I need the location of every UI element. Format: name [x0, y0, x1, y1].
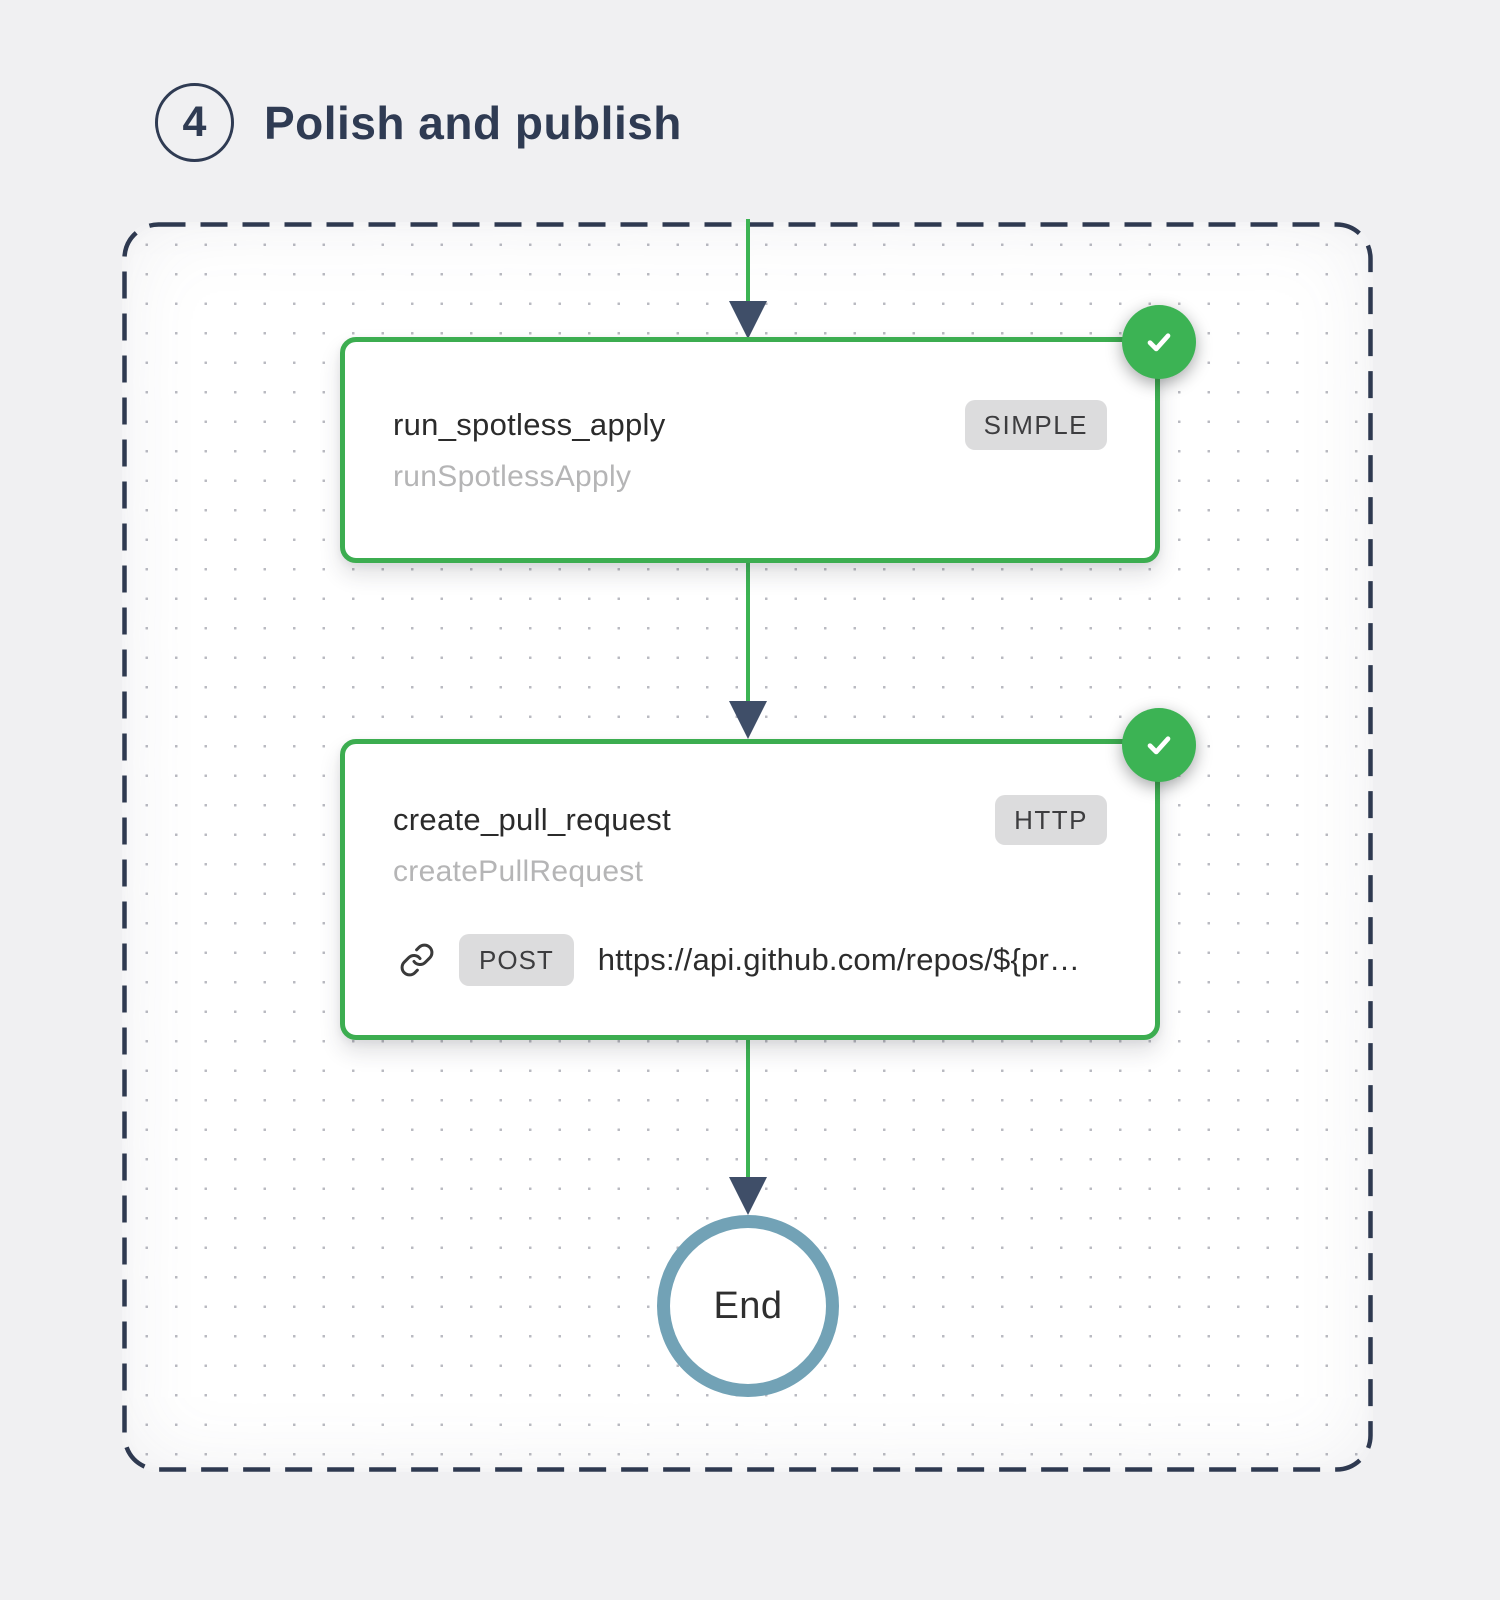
link-icon: [400, 943, 434, 977]
http-method-badge: POST: [459, 934, 574, 986]
workflow-node-create-pull-request[interactable]: create_pull_request HTTP createPullReque…: [340, 739, 1160, 1040]
arrowhead-icon: [729, 1177, 767, 1215]
arrowhead-icon: [729, 301, 767, 339]
workflow-node-run-spotless-apply[interactable]: run_spotless_apply SIMPLE runSpotlessApp…: [340, 337, 1160, 563]
step-number: 4: [182, 98, 207, 146]
status-badge-completed: [1122, 305, 1196, 379]
step-number-badge: 4: [155, 83, 234, 162]
request-url: https://api.github.com/repos/${pr…: [597, 942, 1081, 977]
connector-line-middle: [746, 560, 750, 704]
check-icon: [1147, 736, 1171, 755]
status-badge-completed: [1122, 708, 1196, 782]
check-icon: [1147, 333, 1171, 352]
page-title: Polish and publish: [264, 96, 682, 149]
node-title: create_pull_request: [393, 802, 671, 837]
node-subtitle: createPullRequest: [393, 855, 644, 888]
connector-line-top: [746, 219, 750, 303]
arrowhead-icon: [729, 701, 767, 739]
section-header: 4 Polish and publish: [155, 83, 682, 162]
node-type-badge: HTTP: [995, 795, 1107, 845]
request-row: POST https://api.github.com/repos/${pr…: [393, 931, 1107, 989]
connector-line-bottom: [746, 1037, 750, 1179]
node-type-badge: SIMPLE: [964, 399, 1107, 450]
node-subtitle: runSpotlessApply: [393, 459, 632, 493]
node-title: run_spotless_apply: [393, 406, 666, 442]
end-node-label: End: [713, 1284, 783, 1327]
workflow-end-node[interactable]: End: [657, 1215, 839, 1397]
